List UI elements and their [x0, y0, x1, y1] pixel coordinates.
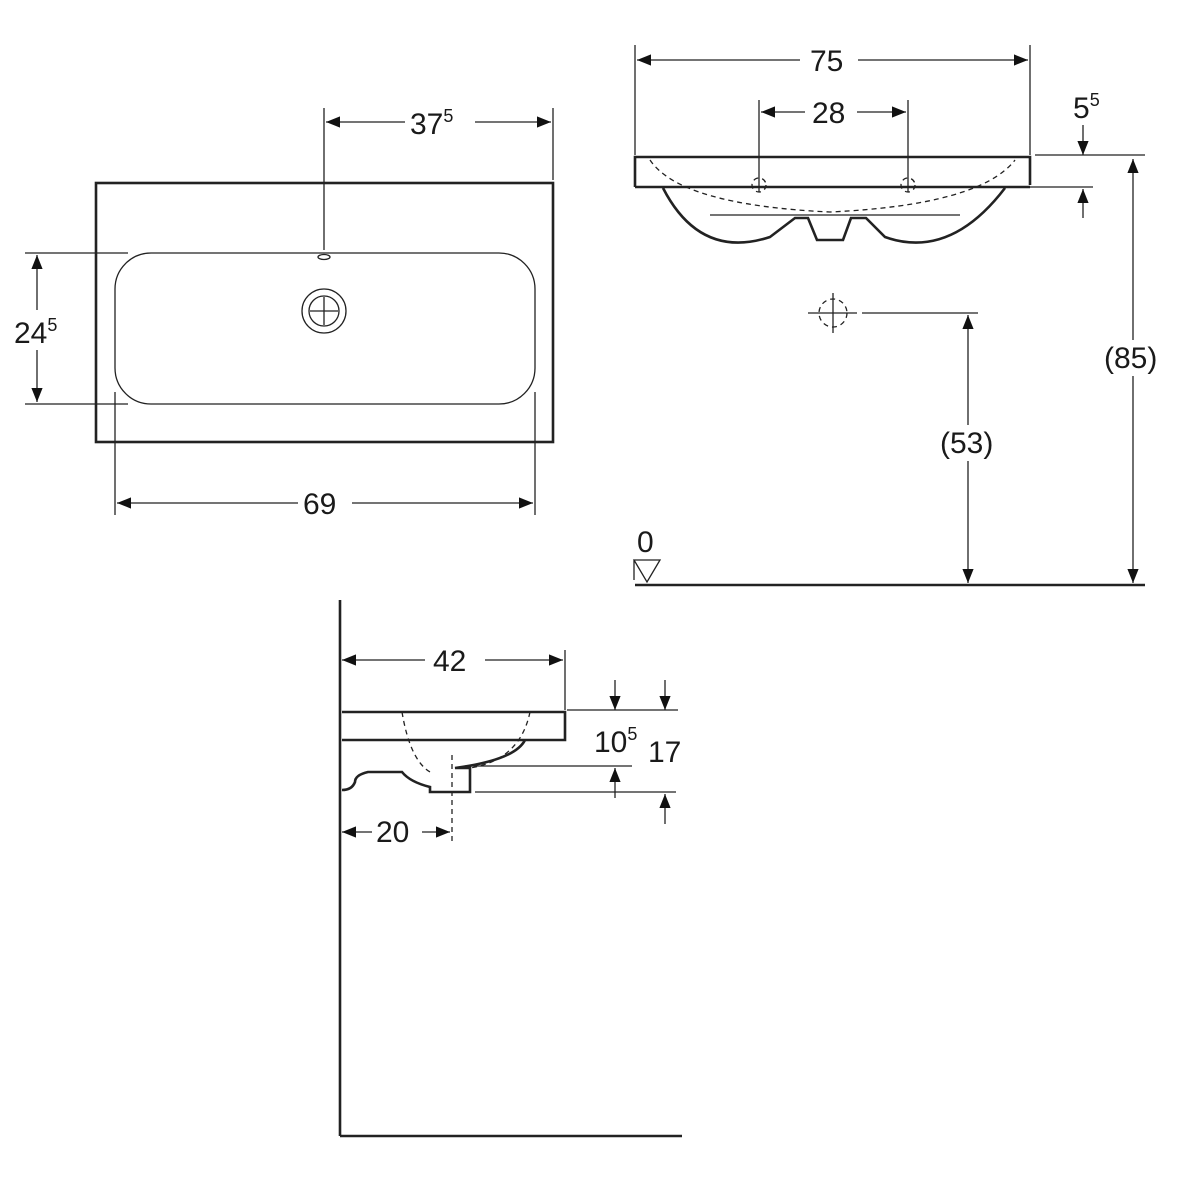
dim-tap-spacing: 28 — [812, 97, 845, 130]
dim-total-width: 75 — [810, 45, 843, 78]
basin-bowl — [114, 252, 536, 405]
drain-icon — [301, 288, 347, 334]
dim-total-height: (85) — [1104, 342, 1157, 375]
dim-rim-height: 55 — [1073, 90, 1100, 125]
dim-bowl-height: 105 — [594, 724, 637, 759]
top-view: 375 245 69 — [12, 105, 555, 521]
dim-basin-depth: 245 — [14, 315, 57, 350]
waste-outlet-icon — [808, 293, 857, 333]
front-view: 75 28 55 (53) (85) 0 — [632, 42, 1165, 587]
dim-tap-offset: 375 — [410, 106, 453, 141]
dim-side-total-height: 17 — [648, 736, 681, 769]
dim-waste-height: (53) — [940, 427, 993, 460]
level-marker-icon — [632, 559, 662, 584]
side-view: 42 105 17 20 — [338, 600, 682, 1138]
dim-basin-width: 69 — [303, 488, 336, 521]
overflow-icon — [317, 253, 331, 261]
dim-depth: 42 — [433, 645, 466, 678]
floor-level-label: 0 — [637, 526, 654, 559]
dim-waste-offset: 20 — [376, 816, 409, 849]
